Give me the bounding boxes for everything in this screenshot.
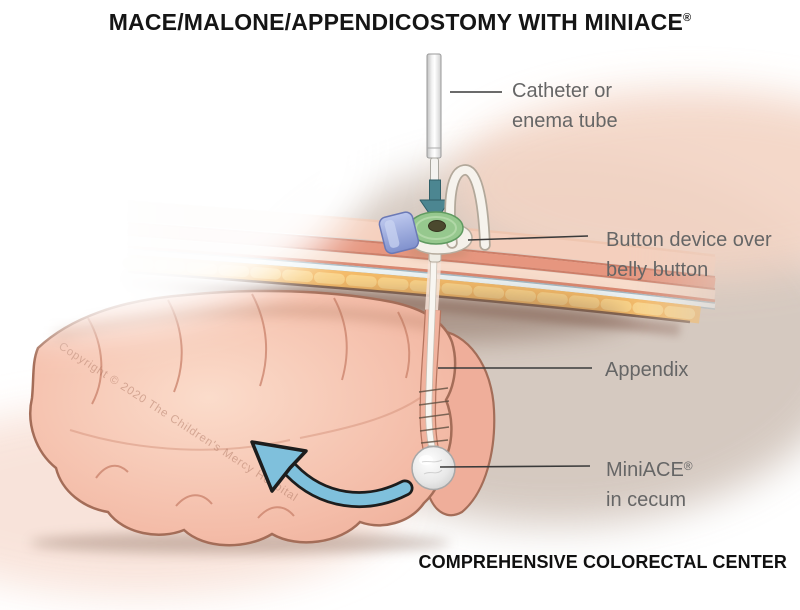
leader-lines — [438, 91, 592, 468]
catheter-illustration — [419, 53, 451, 223]
curved-left-arrow-icon — [250, 440, 414, 508]
label-button-device: Button device over belly button — [606, 229, 772, 281]
button-device-illustration — [378, 164, 491, 263]
down-arrow-icon — [419, 179, 451, 223]
leader-line-button-device — [467, 235, 589, 241]
button-cap — [378, 211, 420, 255]
white-fade-overlay — [0, 0, 370, 330]
cecum-body — [29, 289, 457, 547]
skin-pink-wash — [450, 90, 800, 280]
button-opening — [428, 220, 446, 232]
diagram-title: MACE/MALONE/APPENDICOSTOMY WITH MINIACE® — [108, 9, 692, 35]
label-appendix: Appendix — [605, 359, 689, 381]
registered-trademark-symbol: ® — [683, 12, 692, 24]
registered-trademark-symbol: ® — [683, 459, 693, 473]
sutures — [418, 387, 450, 444]
footer-credit: COMPREHENSIVE COLORECTAL CENTER — [418, 552, 787, 572]
haustra-folds — [69, 293, 421, 519]
leader-line-miniace — [439, 465, 591, 468]
label-miniace: MiniACE® in cecum — [606, 459, 693, 511]
label-catheter: Catheter or enema tube — [512, 80, 618, 132]
miniace-balloon — [411, 445, 456, 491]
bowel-illustration: Copyright © 2020 The Children's Mercy Ho… — [29, 289, 496, 554]
